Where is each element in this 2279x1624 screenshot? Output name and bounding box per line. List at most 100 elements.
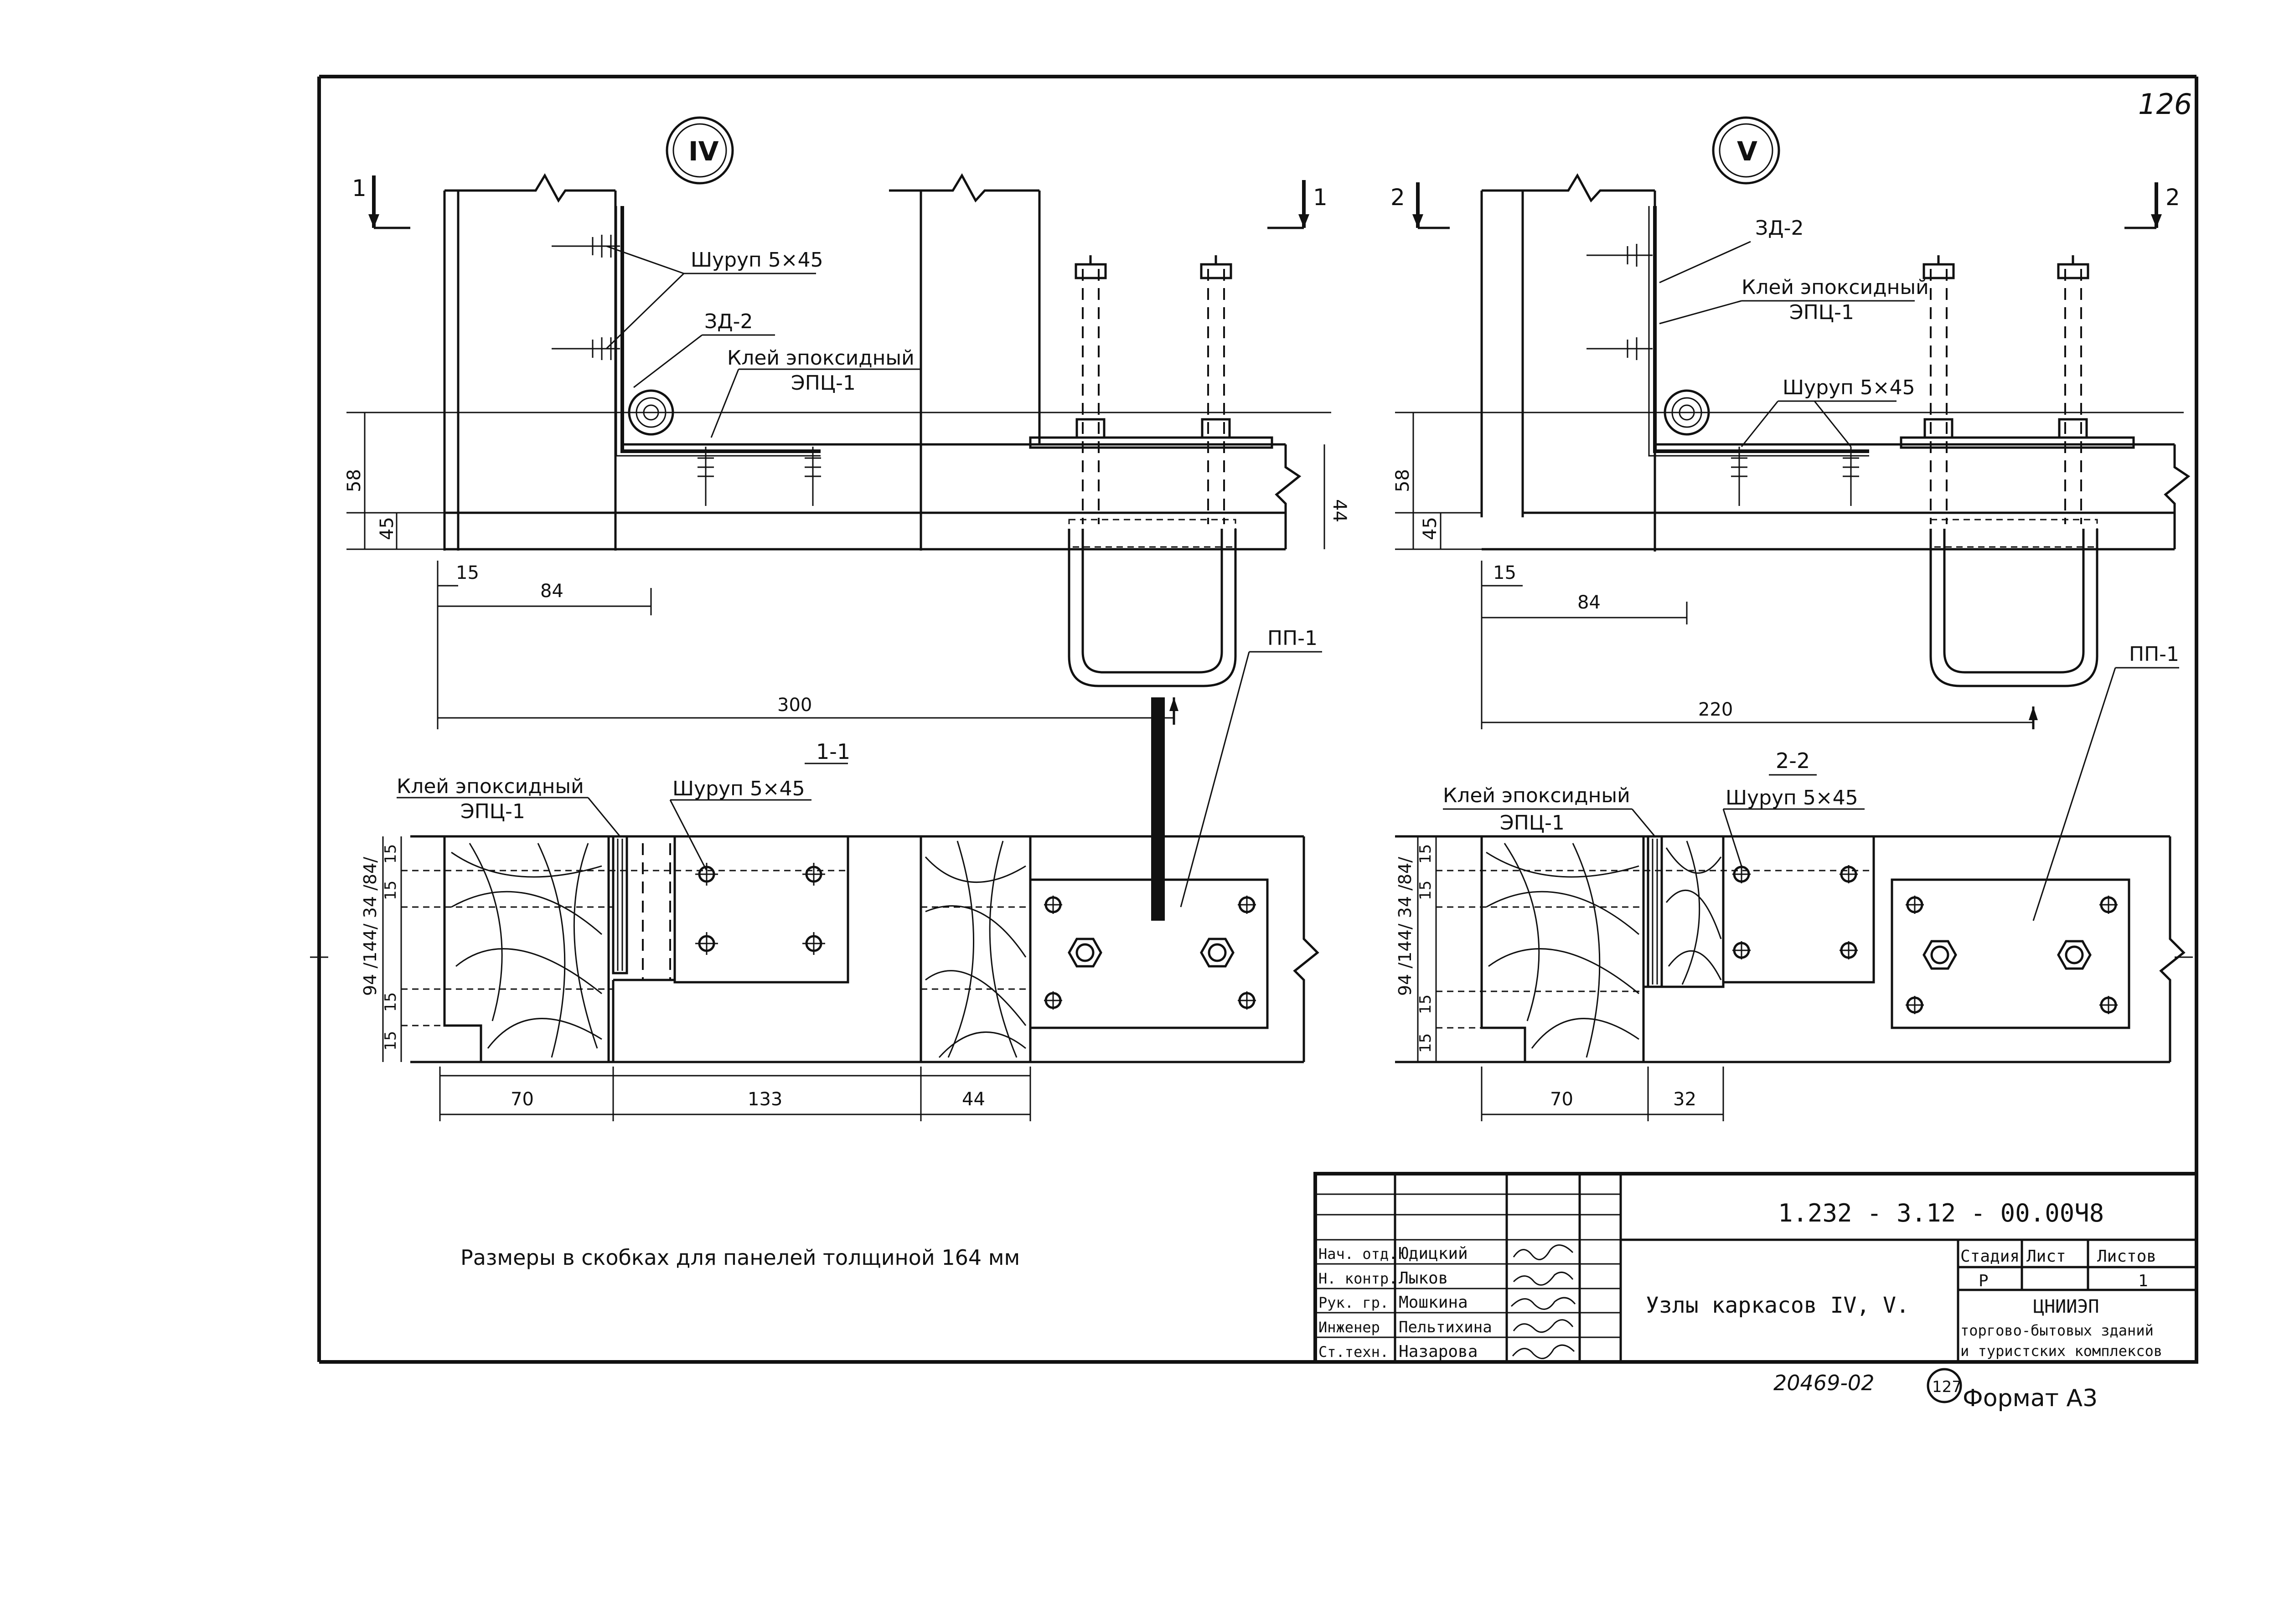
dim-s1-15b: 15	[382, 881, 400, 900]
label-screw-s1: Шуруп 5×45	[672, 777, 805, 800]
dim-s2-15c: 15	[1416, 995, 1435, 1014]
org-line-1: ЦНИИЭП	[2033, 1296, 2099, 1317]
dim-s1-15c: 15	[382, 992, 400, 1012]
label-za2-v: ЗД-2	[1755, 217, 1804, 240]
sheet-corner-number: 126	[2138, 88, 2192, 121]
name-1: Лыков	[1399, 1269, 1448, 1288]
section-1-1-texts: 1-1 Клей эпоксидный ЭПЦ-1 Шуруп 5×45 94 …	[360, 739, 985, 1110]
role-3: Инженер	[1318, 1319, 1380, 1336]
nut-left	[1068, 938, 1102, 968]
dim-iv-15: 15	[456, 562, 479, 583]
role-1: Н. контр.	[1318, 1270, 1397, 1287]
inventory-number: 20469-02	[1773, 1371, 1874, 1395]
dim-v-220: 220	[1698, 699, 1733, 720]
dimension-note: Размеры в скобках для панелей толщиной 1…	[460, 1245, 1020, 1270]
dim-iv-300: 300	[777, 695, 812, 716]
label-glue-s2-2: ЭПЦ-1	[1500, 811, 1565, 835]
section-mark-v-right: 2	[2165, 184, 2180, 211]
nut-right	[1200, 938, 1235, 968]
drawing-code: 1.232 - 3.12 - 00.00Ч8	[1778, 1199, 2104, 1227]
label-glue-s1-2: ЭПЦ-1	[460, 800, 525, 823]
role-0: Нач. отд.	[1318, 1245, 1397, 1263]
screw-horiz-1	[552, 235, 620, 258]
dim-s2-15a: 15	[1416, 844, 1435, 864]
dim-s2-32: 32	[1673, 1089, 1696, 1110]
dim-s1-vert: 94 /144/ 34 /84/	[360, 857, 380, 996]
label-za2-iv: ЗД-2	[704, 310, 753, 333]
drawing-title: Узлы каркасов IV, V.	[1646, 1293, 1909, 1318]
format-label: Формат А3	[1963, 1385, 2098, 1412]
dim-s1-133: 133	[748, 1089, 782, 1110]
dim-s1-15d: 15	[382, 1031, 400, 1051]
name-0: Юдицкий	[1399, 1244, 1468, 1263]
node-v-marker: V	[1712, 116, 1780, 185]
section-mark-v-left: 2	[1390, 184, 1405, 211]
label-glue-s2-1: Клей эпоксидный	[1443, 784, 1630, 807]
screw-hole	[695, 863, 718, 886]
section-mark-iv-left: 1	[352, 175, 367, 201]
label-screw-s2: Шуруп 5×45	[1726, 786, 1858, 809]
screw-vert-2	[805, 447, 821, 506]
anchor-bolt-left	[1075, 255, 1107, 524]
dim-s1-44: 44	[962, 1089, 985, 1110]
name-4: Назарова	[1399, 1342, 1478, 1361]
label-pp1-v: ПП-1	[2129, 643, 2179, 666]
screw-vert-1	[698, 447, 714, 506]
label-glue-iv-1: Клей эпоксидный	[727, 346, 915, 370]
label-glue-iv-2: ЭПЦ-1	[791, 371, 856, 395]
section-mark-iv-right: 1	[1313, 184, 1328, 211]
title-block	[1313, 1172, 2198, 1364]
stage-header: Стадия	[1960, 1247, 2020, 1266]
dim-v-84: 84	[1577, 592, 1601, 613]
node-iv-label: IV	[688, 136, 719, 167]
weld-seam	[1151, 697, 1165, 921]
node-v-texts: 2 2 ЗД-2 Клей эпоксидный ЭПЦ-1 Шуруп 5×4…	[1390, 184, 2180, 921]
label-pp1-iv: ПП-1	[1267, 627, 1318, 650]
label-screw-v: Шуруп 5×45	[1783, 376, 1915, 399]
dim-iv-58: 58	[344, 469, 365, 492]
org-line-2: торгово-бытовых зданий	[1960, 1322, 2154, 1339]
section-2-2-texts: 2-2 Клей эпоксидный ЭПЦ-1 Шуруп 5×45 94 …	[1395, 748, 1865, 1110]
node-iv-texts: 1 1 Шуруп 5×45 ЗД-2 Клей эпоксидный ЭПЦ-…	[344, 175, 1350, 907]
sheets-value: 1	[2138, 1272, 2148, 1290]
anchor-bolt-right	[1200, 255, 1232, 524]
name-2: Мошкина	[1399, 1293, 1468, 1312]
section-1-title: 1-1	[816, 739, 850, 764]
circle-number: 127	[1932, 1378, 1962, 1396]
org-line-3: и туристских комплексов	[1960, 1342, 2162, 1360]
node-v-elevation	[1395, 173, 2191, 729]
node-v-label: V	[1737, 136, 1757, 167]
role-4: Ст.техн.	[1318, 1343, 1389, 1361]
sheet-header: Лист	[2026, 1247, 2066, 1266]
role-2: Рук. гр.	[1318, 1294, 1389, 1311]
label-screw-iv: Шуруп 5×45	[691, 248, 823, 272]
label-glue-s1-1: Клей эпоксидный	[397, 775, 584, 798]
dim-s2-vert: 94 /144/ 34 /84/	[1395, 857, 1415, 996]
sheets-header: Листов	[2097, 1247, 2156, 1266]
dim-v-15: 15	[1493, 562, 1516, 583]
title-block-texts: 1.232 - 3.12 - 00.00Ч8 Узлы каркасов IV,…	[1318, 1199, 2162, 1361]
section-1-1	[310, 835, 1319, 1121]
node-iv-marker: IV	[666, 116, 734, 185]
section-2-2	[1395, 835, 2193, 1121]
dim-iv-84: 84	[540, 581, 563, 602]
node-iv-elevation	[346, 173, 1331, 921]
label-glue-v-1: Клей эпоксидный	[1742, 276, 1929, 299]
dim-iv-44: 44	[1329, 499, 1350, 522]
stage-value: Р	[1979, 1272, 1989, 1290]
signature-marks	[1510, 1244, 1576, 1359]
dim-s2-15d: 15	[1416, 1033, 1435, 1053]
footer: 20469-02 127 Формат А3	[1773, 1368, 2098, 1412]
section-2-title: 2-2	[1776, 748, 1810, 773]
dim-v-45: 45	[1420, 517, 1441, 540]
dim-s1-70: 70	[511, 1089, 534, 1110]
dim-v-58: 58	[1392, 469, 1413, 492]
dim-s2-15b: 15	[1416, 881, 1435, 900]
dim-s1-15a: 15	[382, 844, 400, 864]
screw-horiz-2	[552, 337, 620, 360]
dim-iv-45: 45	[377, 517, 398, 540]
dim-s2-70: 70	[1550, 1089, 1573, 1110]
label-glue-v-2: ЭПЦ-1	[1789, 301, 1854, 324]
name-3: Пельтихина	[1399, 1318, 1492, 1336]
